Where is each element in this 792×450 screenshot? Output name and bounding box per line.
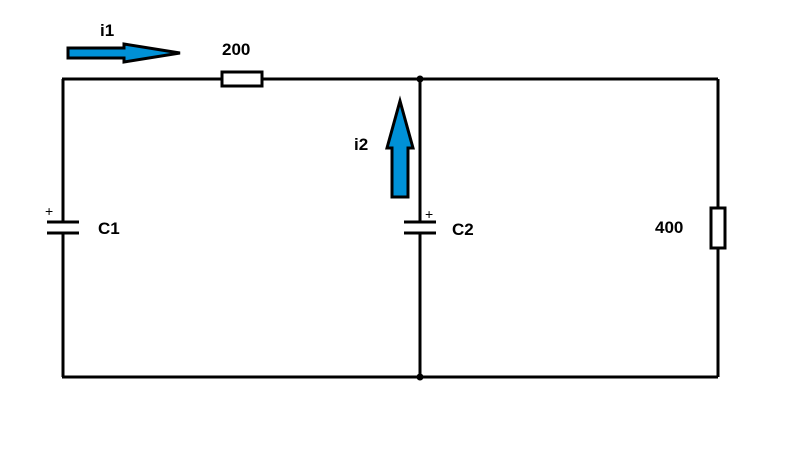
arrow-right-icon <box>66 42 181 64</box>
arrow-up-icon <box>385 95 415 199</box>
junction-top <box>416 75 424 83</box>
junction-bottom <box>416 373 424 381</box>
resistor-400 <box>709 206 727 250</box>
resistor-400-label: 400 <box>655 218 683 237</box>
c2-label: C2 <box>452 220 474 239</box>
i2-label: i2 <box>354 135 368 154</box>
capacitor-c1 <box>47 220 79 235</box>
c1-label: C1 <box>98 219 120 238</box>
c1-plus-sign: + <box>45 203 53 219</box>
wires <box>61 77 720 379</box>
capacitor-c2 <box>404 220 436 235</box>
resistor-200 <box>220 70 264 88</box>
c2-plus-sign: + <box>425 206 433 222</box>
i1-label: i1 <box>100 21 114 40</box>
resistor-200-label: 200 <box>222 40 250 59</box>
